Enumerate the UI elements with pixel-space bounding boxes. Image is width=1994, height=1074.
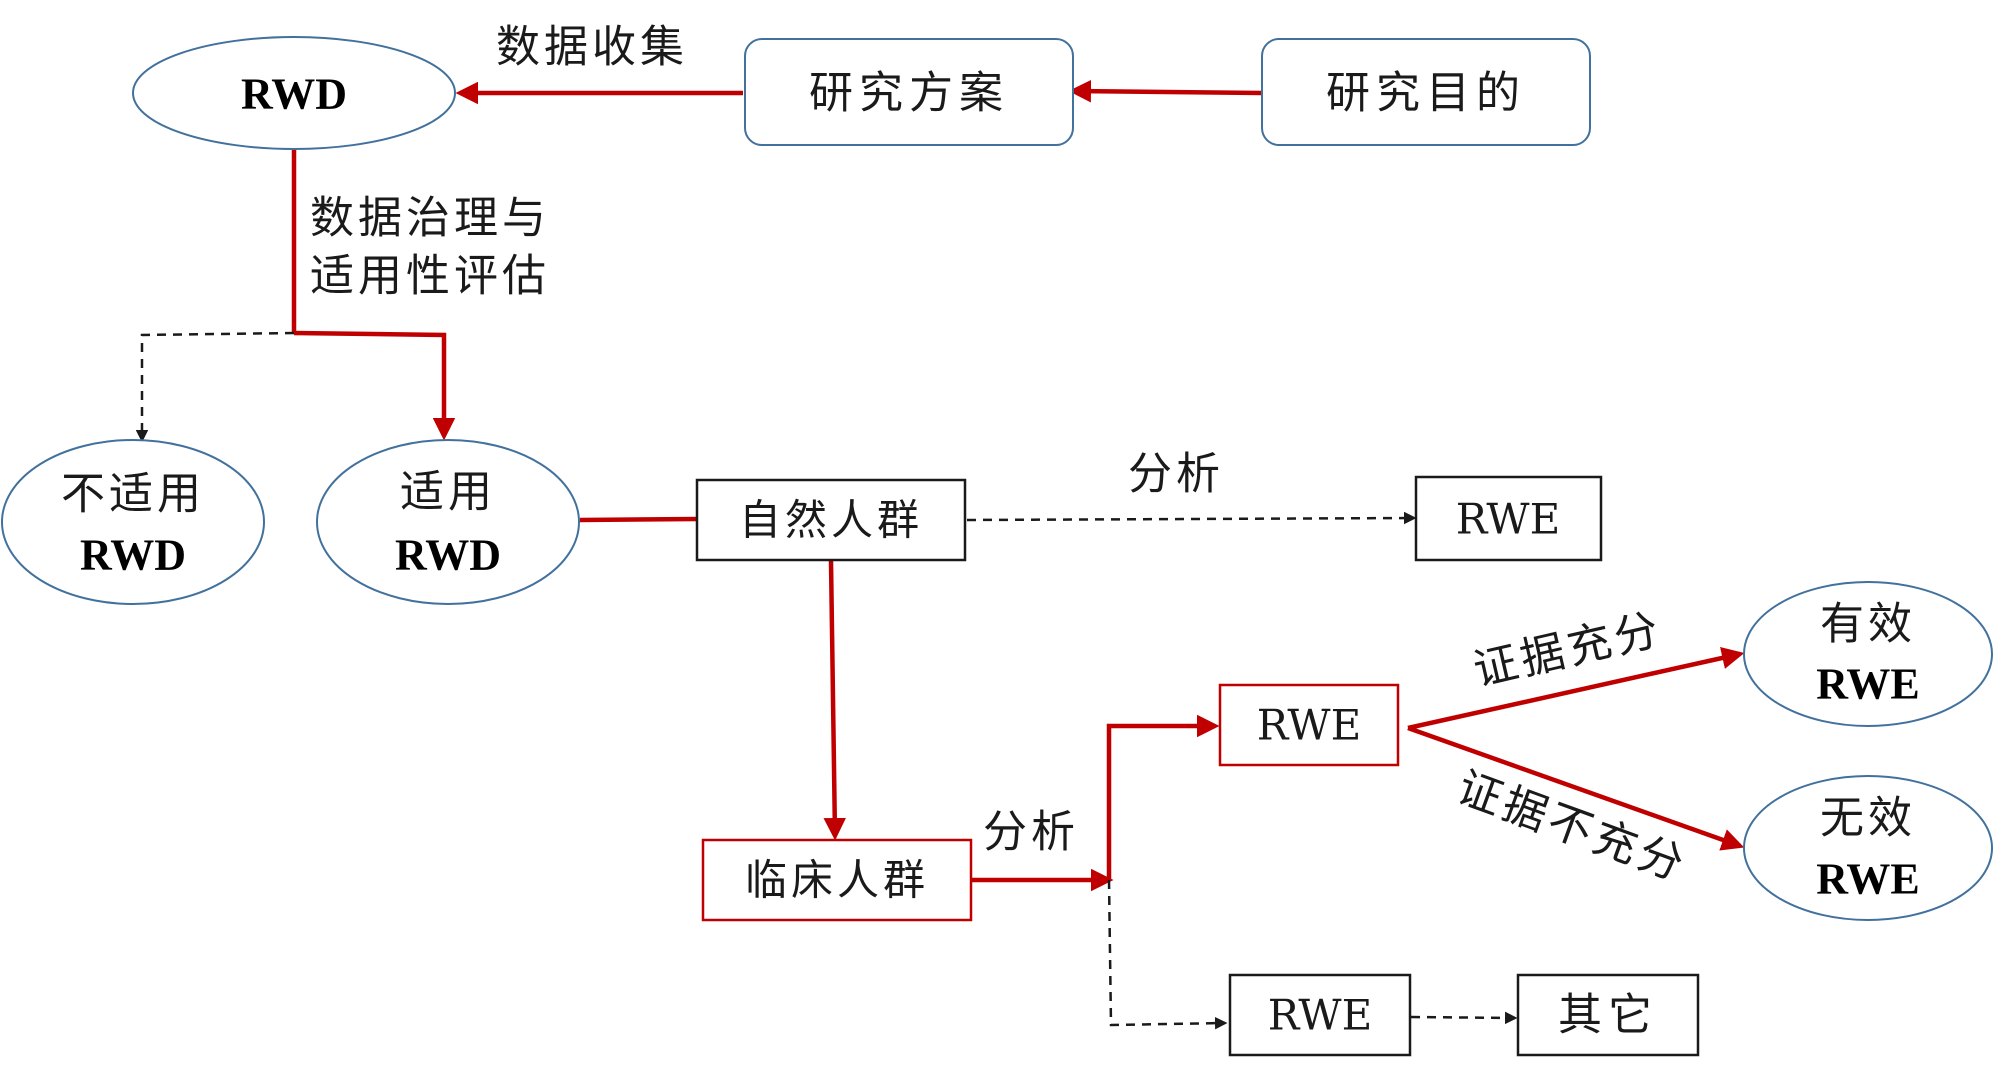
node-natural-population: 自然人群 <box>695 478 967 562</box>
node-suitable-rwd-label-line2: RWD <box>395 531 501 580</box>
node-ineffective-rwe-label-line2: RWE <box>1816 855 1920 904</box>
node-unsuitable-rwd: 不适用 RWD <box>1 439 265 605</box>
node-research-plan-label: 研究方案 <box>809 68 1009 119</box>
label-governance-line2: 适用性评估 <box>310 251 550 302</box>
node-unsuitable-rwd-label-line1: 不适用 <box>61 469 205 520</box>
node-ineffective-rwe: 无效 RWE <box>1743 775 1993 921</box>
edge-goal-to-plan <box>1068 79 1263 103</box>
edge-natural-to-clinical <box>823 560 846 841</box>
node-effective-rwe-label-line1: 有效 <box>1820 599 1916 650</box>
node-rwe-clinical-label: RWE <box>1257 701 1362 750</box>
node-rwe-other-label: RWE <box>1268 991 1373 1040</box>
node-research-goal: 研究目的 <box>1261 38 1591 146</box>
edge-rwe-to-effective <box>1407 646 1745 731</box>
node-rwd-source-label: RWD <box>241 70 347 119</box>
edge-rwe-other-to-other <box>1410 1011 1518 1025</box>
node-rwd-source: RWD <box>132 36 456 150</box>
node-research-plan: 研究方案 <box>744 38 1074 146</box>
node-research-goal-label: 研究目的 <box>1326 68 1526 119</box>
node-rwe-natural-label: RWE <box>1456 495 1561 544</box>
node-rwe-natural: RWE <box>1414 475 1603 562</box>
node-clinical-population-label: 临床人群 <box>745 856 929 905</box>
node-clinical-population: 临床人群 <box>701 838 973 922</box>
node-rwe-clinical: RWE <box>1218 683 1400 767</box>
label-analysis-natural: 分析 <box>1128 449 1224 500</box>
edge-natural-to-rwe <box>966 511 1417 525</box>
node-suitable-rwd: 适用 RWD <box>316 439 580 605</box>
node-rwe-other: RWE <box>1228 973 1412 1057</box>
node-unsuitable-rwd-label-line2: RWD <box>80 531 186 580</box>
node-effective-rwe-label-line2: RWE <box>1816 660 1920 709</box>
node-effective-rwe: 有效 RWE <box>1743 581 1993 727</box>
node-natural-population-label: 自然人群 <box>739 496 923 545</box>
edge-suitable-to-natural <box>579 516 698 523</box>
label-analysis-clinical: 分析 <box>983 807 1079 858</box>
node-other: 其它 <box>1516 973 1700 1057</box>
label-evidence-sufficient: 证据充分 <box>1469 604 1668 697</box>
node-suitable-rwd-label-line1: 适用 <box>400 467 496 518</box>
edge-split-to-suitable <box>293 330 456 441</box>
node-other-label: 其它 <box>1558 990 1658 1041</box>
edge-junction-to-rwe-other <box>1107 879 1228 1030</box>
edge-rwe-to-ineffective <box>1407 725 1745 851</box>
label-evidence-insufficient: 证据不充分 <box>1451 762 1694 892</box>
node-ineffective-rwe-label-line1: 无效 <box>1820 793 1916 844</box>
label-governance-line1: 数据治理与 <box>310 193 550 244</box>
edge-junction-to-rwe <box>1106 714 1220 880</box>
edge-split-to-unsuitable <box>135 331 295 443</box>
label-data-collection: 数据收集 <box>496 22 688 73</box>
